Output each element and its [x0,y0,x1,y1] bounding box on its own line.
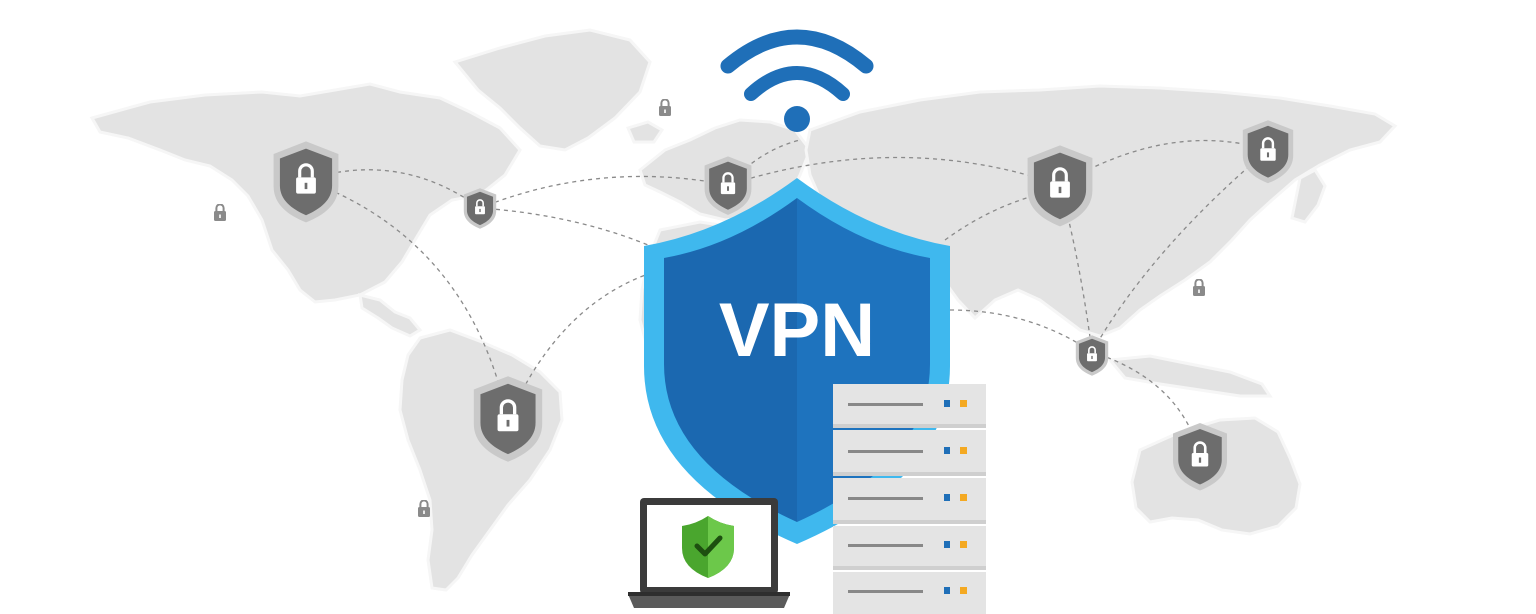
server-rack-icon [833,384,986,614]
lock-shield-icon [463,187,497,229]
server-unit [833,430,986,476]
greenland [452,28,652,152]
lock-shield-icon [1075,334,1109,376]
wifi-icon [720,29,874,132]
check-shield-icon [682,516,734,578]
vpn-label: VPN [719,288,875,373]
server-unit [833,478,986,524]
small-lock-icon [417,500,431,518]
small-lock-icon [1192,279,1206,297]
server-unit [833,384,986,428]
laptop-icon [628,498,790,608]
server-unit [833,572,986,614]
iceland [625,120,665,144]
small-lock-icon [213,204,227,222]
japan [1290,168,1327,224]
southeast-asia-islands [1107,354,1273,398]
small-lock-icon [658,99,672,117]
server-unit [833,526,986,570]
central-america [358,292,423,338]
south-america [398,328,564,592]
